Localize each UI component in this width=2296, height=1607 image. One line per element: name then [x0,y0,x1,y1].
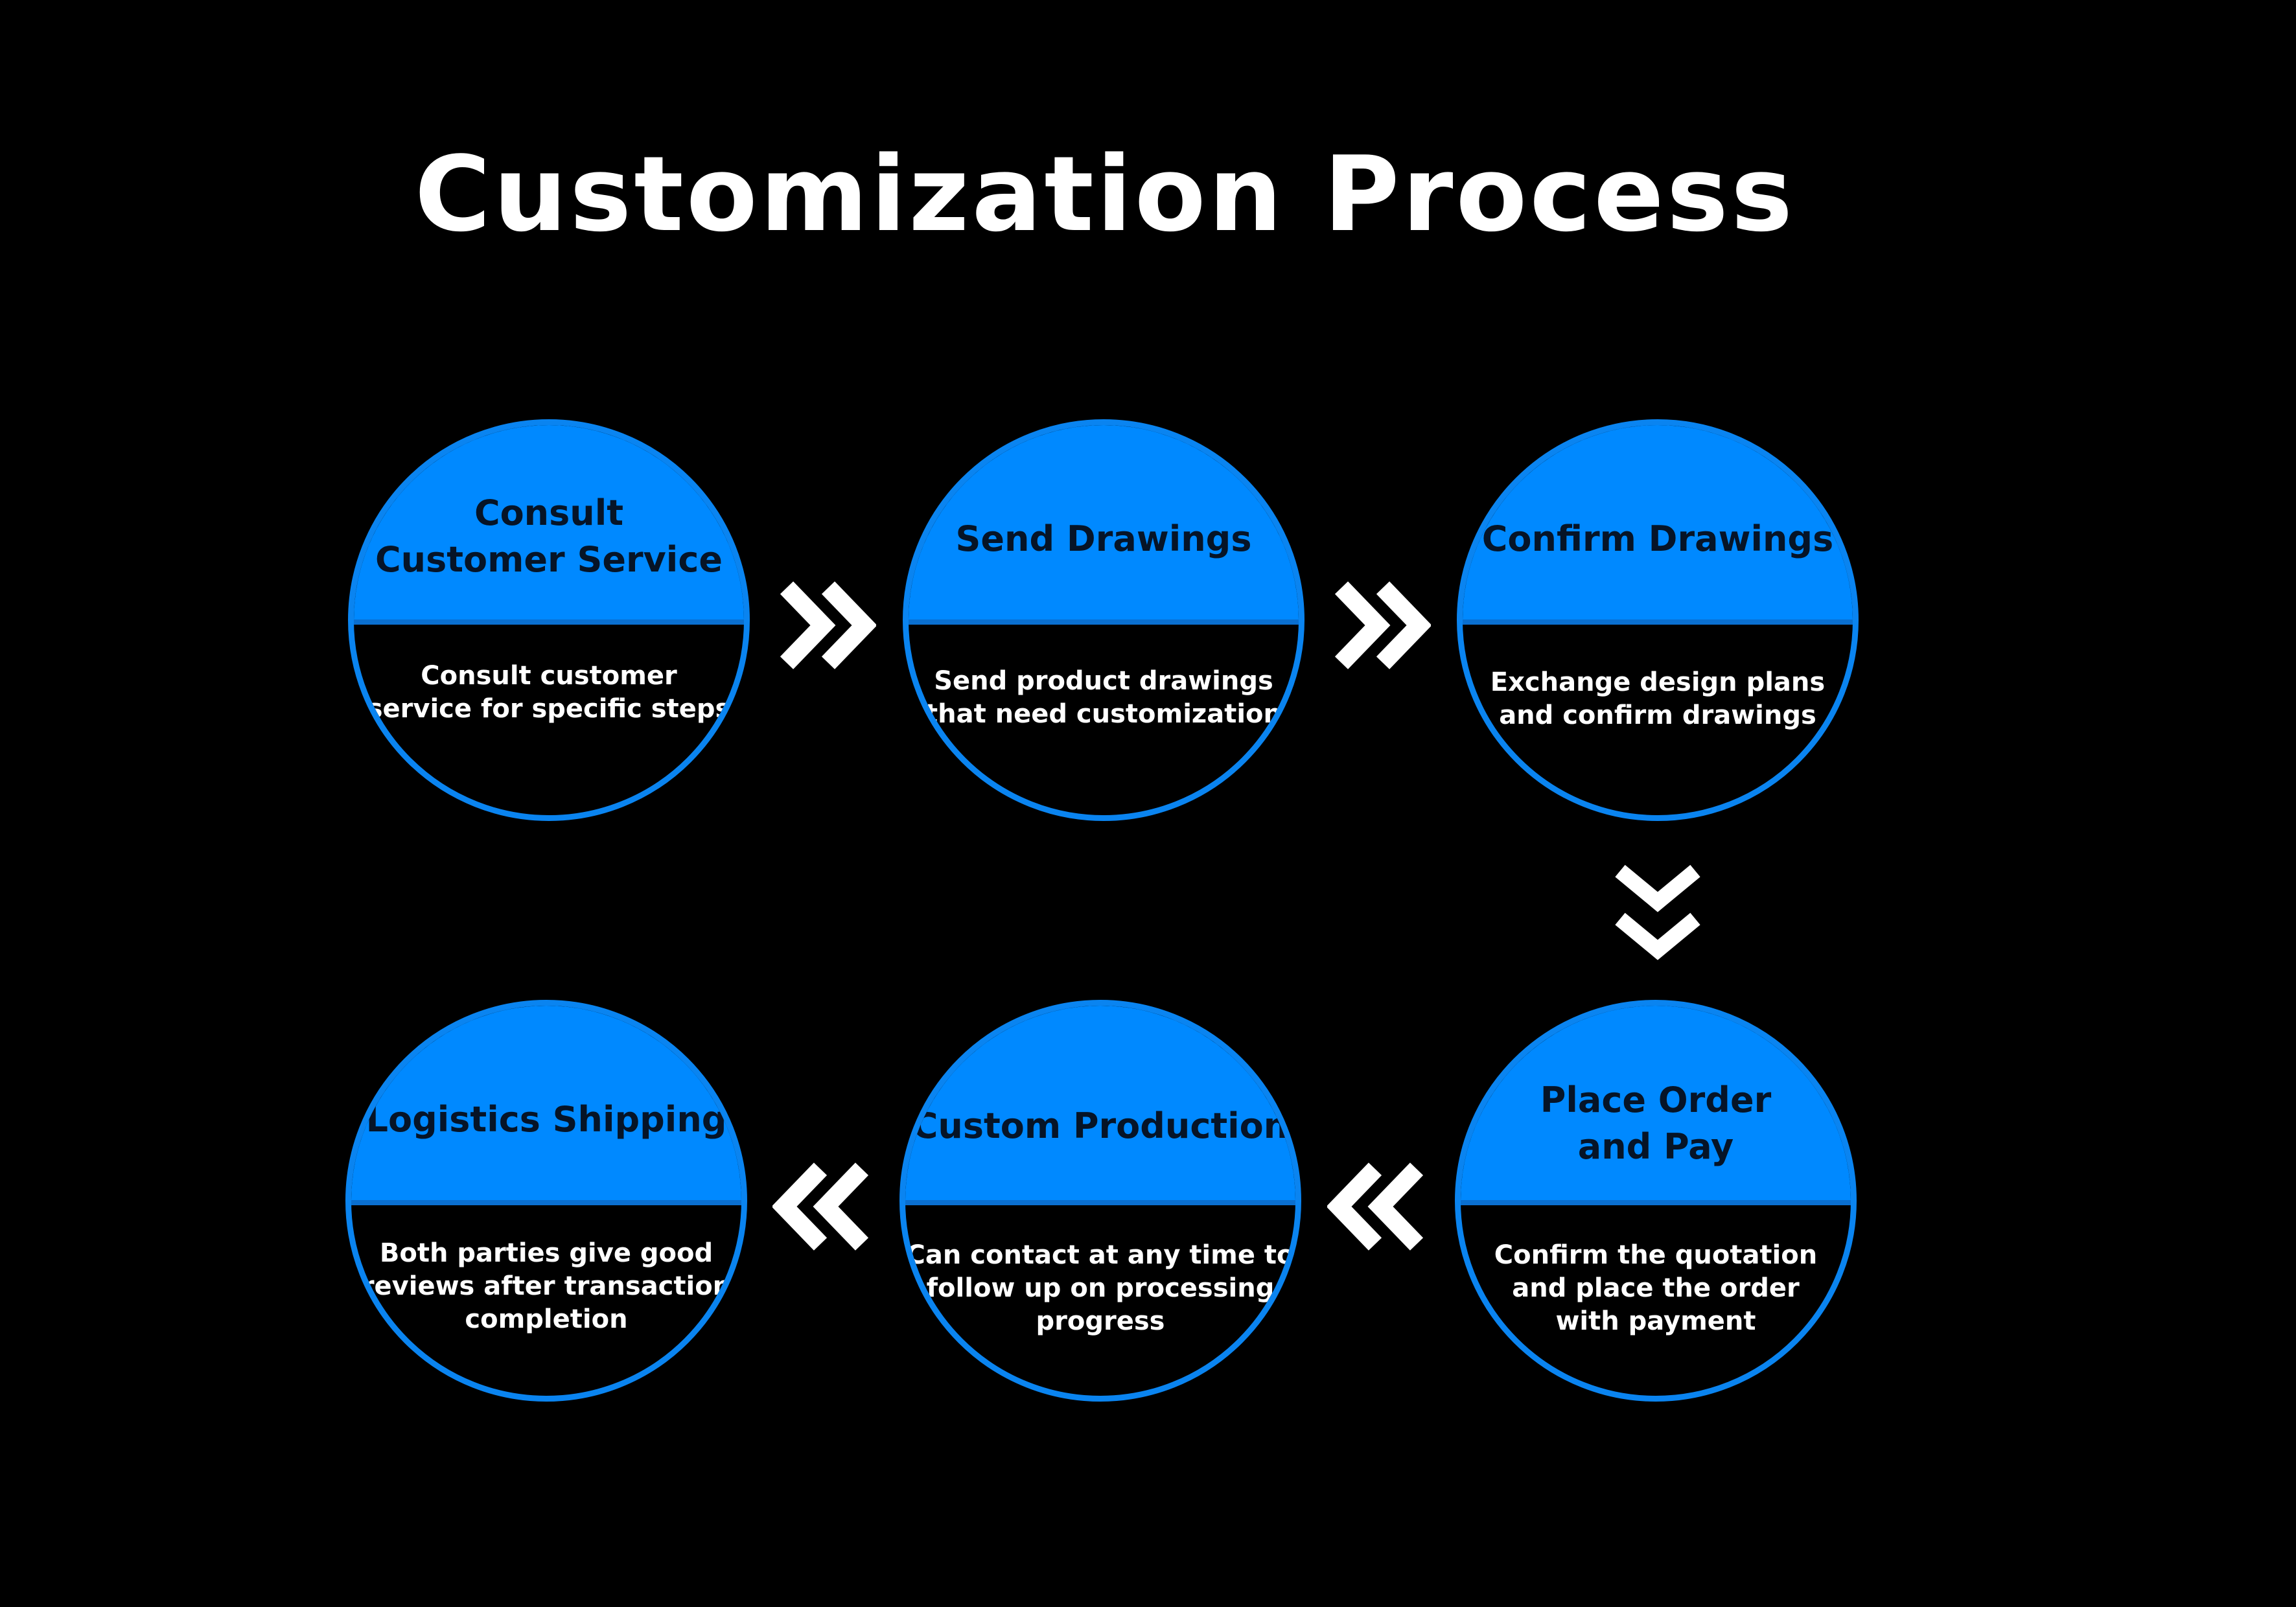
page-title: Customization Process [414,133,1796,255]
step-heading: Confirm Drawings [1481,518,1834,559]
double-chevron-left-icon [772,1155,876,1258]
step-heading: Place Order and Pay [1540,1080,1772,1167]
double-chevron-right-icon [772,573,876,677]
step-header-band [351,1006,741,1205]
step-header-band [1463,425,1853,625]
double-chevron-down-icon [1606,859,1710,963]
step-heading: Send Drawings [955,518,1252,559]
step-heading: Logistics Shipping [365,1099,727,1140]
step-description: Both parties give good reviews after tra… [361,1238,732,1334]
step-confirm-drawings: Confirm Drawings Exchange design plans a… [1457,419,1859,821]
step-description: Confirm the quotation and place the orde… [1494,1240,1818,1336]
step-description: Exchange design plans and confirm drawin… [1490,667,1826,730]
step-place-order-and-pay: Place Order and Pay Confirm the quotatio… [1455,1000,1857,1402]
step-description: Consult customer service for specific st… [367,661,731,724]
step-custom-production: Custom Production Can contact at any tim… [899,1000,1301,1402]
step-header-band [905,1006,1295,1205]
step-heading: Custom Production [912,1105,1289,1146]
step-logistics-shipping: Logistics Shipping Both parties give goo… [345,1000,747,1402]
step-header-band [1461,1006,1851,1205]
step-header-band [354,425,744,625]
step-description: Send product drawings that need customiz… [925,666,1282,729]
step-send-drawings: Send Drawings Send product drawings that… [903,419,1305,821]
step-consult-customer-service: Consult Customer Service Consult custome… [348,419,750,821]
step-header-band [909,425,1299,625]
step-heading: Consult Customer Service [375,492,723,580]
step-description: Can contact at any time to follow up on … [906,1240,1295,1336]
double-chevron-right-icon [1327,573,1431,677]
double-chevron-left-icon [1327,1155,1431,1258]
